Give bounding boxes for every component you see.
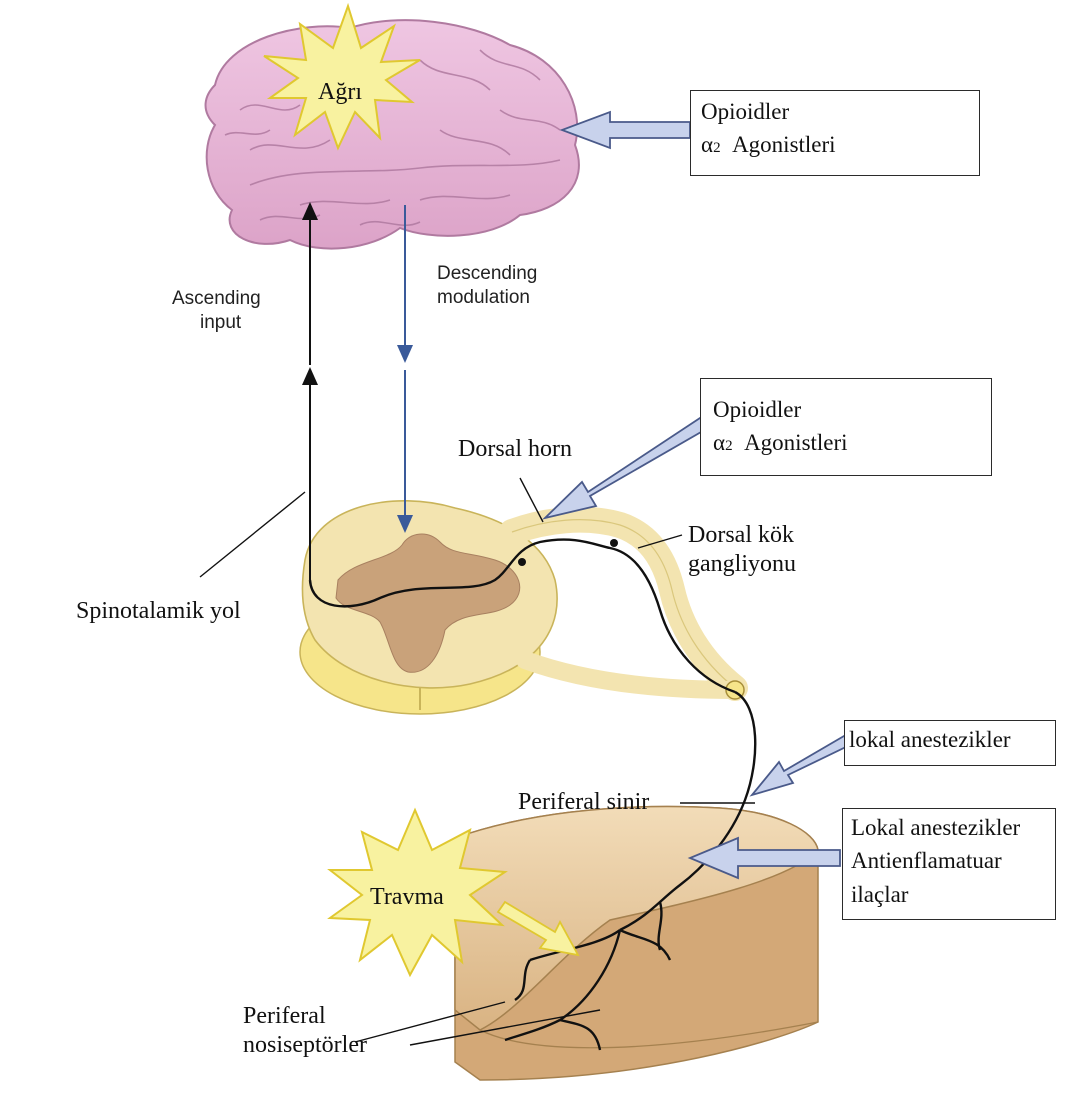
nociceptors-line-1: Periferal <box>243 1002 367 1031</box>
alpha-subscript: 2 <box>713 140 721 156</box>
brain-drug-box: Opioidler α2 Agonistleri <box>690 90 980 176</box>
peripheral-nociceptors-label: Periferal nosiseptörler <box>243 1002 367 1060</box>
skin-drug-line-1: Lokal anestezikler <box>851 811 1047 844</box>
skin-drug-line-3: ilaçlar <box>851 878 1047 911</box>
ascending-input-label: Ascending input <box>172 287 261 335</box>
brain <box>206 6 579 249</box>
drug-arrows <box>545 112 852 878</box>
nociceptors-line-2: nosiseptörler <box>243 1031 367 1060</box>
drg-line-2: gangliyonu <box>688 550 796 579</box>
peripheral-nerve-label: Periferal sinir <box>518 788 649 817</box>
agonist-text: Agonistleri <box>744 430 848 455</box>
alpha-subscript: 2 <box>725 438 733 454</box>
descending-modulation-label: Descending modulation <box>437 262 537 310</box>
nerve-drug-line-1: lokal anestezikler <box>849 723 1051 756</box>
ascending-line-2: input <box>172 311 261 335</box>
nerve-drug-arrow <box>752 736 852 795</box>
brain-drug-arrow <box>562 112 690 148</box>
alpha-symbol: α <box>701 132 713 157</box>
skin-drug-line-2: Antienflamatuar <box>851 844 1047 877</box>
dorsal-horn-label: Dorsal horn <box>458 435 572 464</box>
synapse-dot-horn <box>518 558 526 566</box>
pain-label: Ağrı <box>318 78 362 107</box>
synapse-dot <box>610 539 618 547</box>
dorsal-drug-arrow <box>545 418 708 518</box>
dorsal-drug-line-2: α2 Agonistleri <box>713 426 979 459</box>
brain-drug-line-1: Opioidler <box>701 95 969 128</box>
nerve-drug-box: lokal anestezikler <box>844 720 1056 766</box>
dorsal-horn-drug-box: Opioidler α2 Agonistleri <box>700 378 992 476</box>
ascending-line-1: Ascending <box>172 287 261 311</box>
brain-drug-line-2: α2 Agonistleri <box>701 128 969 161</box>
alpha-symbol: α <box>713 430 725 455</box>
dorsal-root-ganglion-label: Dorsal kök gangliyonu <box>688 521 796 579</box>
spinothalamic-tract-label: Spinotalamik yol <box>76 597 241 626</box>
skin-drug-box: Lokal anestezikler Antienflamatuar ilaçl… <box>842 808 1056 920</box>
trauma-label: Travma <box>370 883 444 912</box>
descending-line-2: modulation <box>437 286 537 310</box>
dorsal-drug-line-1: Opioidler <box>713 393 979 426</box>
descending-line-1: Descending <box>437 262 537 286</box>
agonist-text: Agonistleri <box>732 132 836 157</box>
drg-line-1: Dorsal kök <box>688 521 796 550</box>
